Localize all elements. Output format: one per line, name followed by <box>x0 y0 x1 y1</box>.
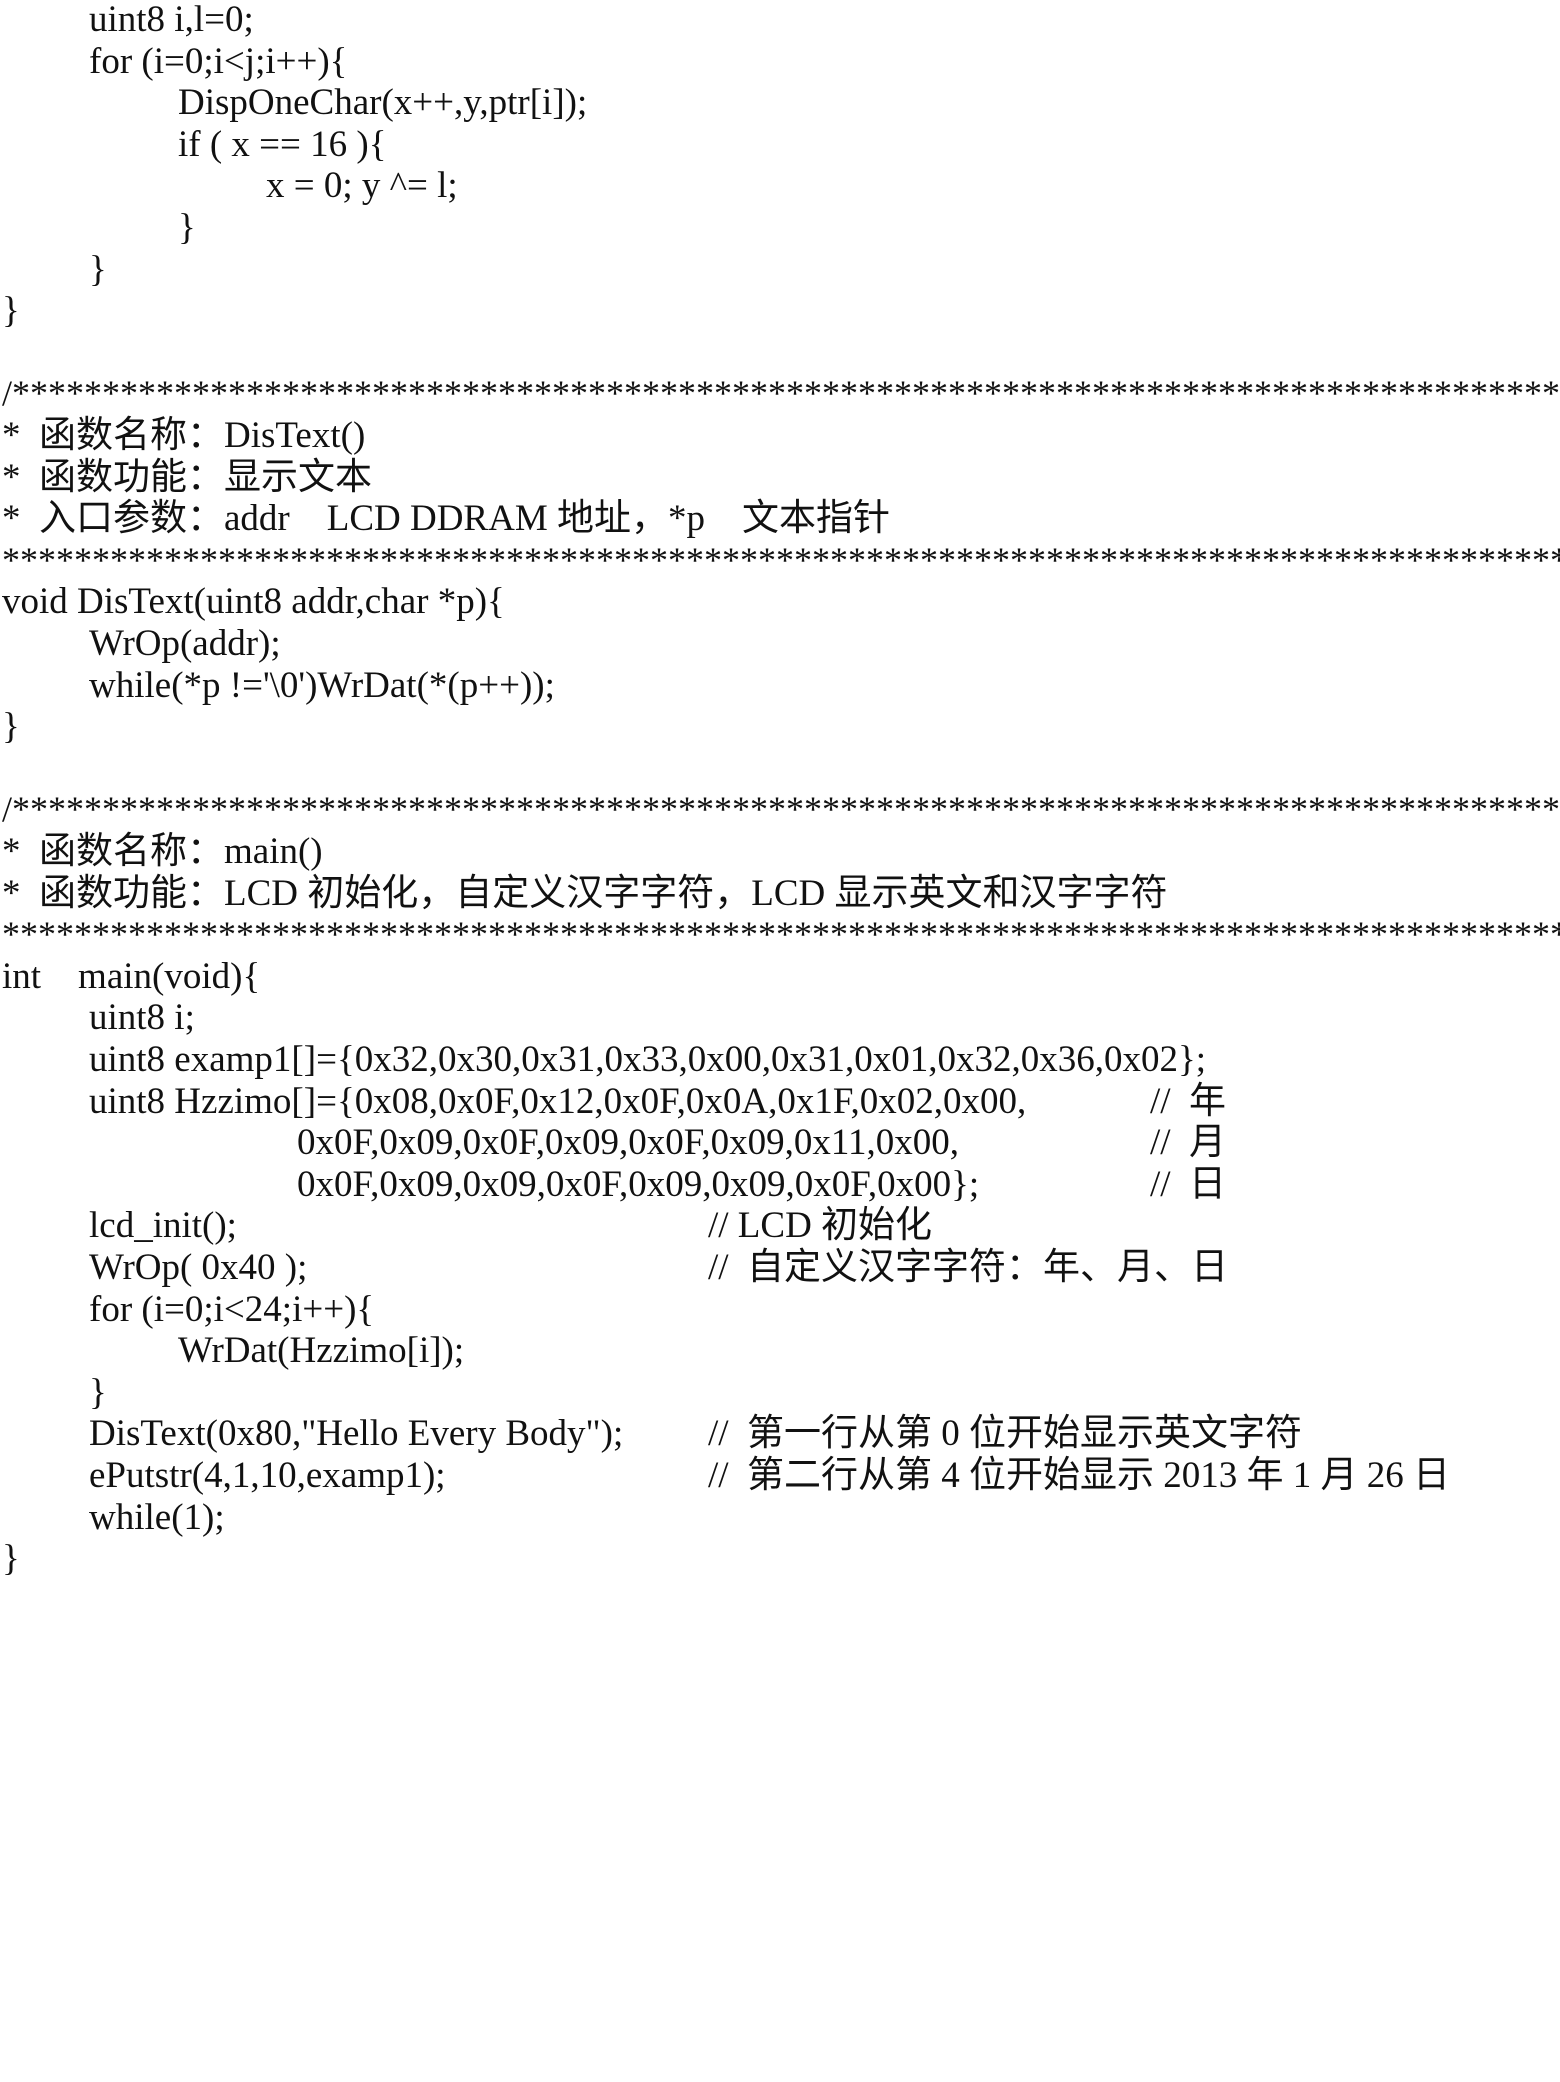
code-text: uint8 i,l=0; <box>89 0 254 40</box>
code-text: WrOp(addr); <box>89 623 281 664</box>
code-text: 0x0F,0x09,0x0F,0x09,0x0F,0x09,0x11,0x00, <box>297 1122 959 1164</box>
code-text: if ( x == 16 ){ <box>178 123 387 165</box>
inline-comment: // 月 <box>1150 1122 1227 1164</box>
inline-comment: // 日 <box>1150 1163 1227 1205</box>
code-text: lcd_init(); <box>89 1205 237 1247</box>
code-text: uint8 Hzzimo[]={0x08,0x0F,0x12,0x0F,0x0A… <box>89 1080 1027 1122</box>
code-text: x = 0; y ^= l; <box>266 165 458 207</box>
code-text: * 函数名称：DisText() <box>2 415 366 456</box>
code-text: int main(void){ <box>2 955 261 997</box>
code-text: 0x0F,0x09,0x09,0x0F,0x09,0x09,0x0F,0x00}… <box>297 1163 980 1205</box>
code-text: while(1); <box>89 1496 225 1538</box>
inline-comment: // 年 <box>1150 1080 1227 1122</box>
code-text: } <box>2 706 20 748</box>
comment-border: ****************************************… <box>2 539 1560 580</box>
inline-comment: // 自定义汉字字符：年、月、日 <box>708 1247 1229 1288</box>
inline-comment: // LCD 初始化 <box>708 1205 933 1247</box>
code-text: for (i=0;i<24;i++){ <box>89 1288 375 1330</box>
code-text: DispOneChar(x++,y,ptr[i]); <box>178 82 588 124</box>
code-text: void DisText(uint8 addr,char *p){ <box>2 581 505 623</box>
inline-comment: // 第一行从第 0 位开始显示英文字符 <box>708 1413 1303 1455</box>
code-text: * 函数名称：main() <box>2 831 323 872</box>
comment-border: /***************************************… <box>2 373 1560 414</box>
code-text: * 函数功能：显示文本 <box>2 456 372 498</box>
code-text: ePutstr(4,1,10,examp1); <box>89 1455 446 1496</box>
comment-border: ****************************************… <box>2 914 1560 955</box>
code-text: WrDat(Hzzimo[i]); <box>178 1330 465 1372</box>
code-text: uint8 examp1[]={0x32,0x30,0x31,0x33,0x00… <box>89 1039 1206 1080</box>
code-text: WrOp( 0x40 ); <box>89 1247 308 1288</box>
code-text: for (i=0;i<j;i++){ <box>89 40 348 82</box>
code-text: } <box>178 207 196 248</box>
code-text: while(*p !='\0')WrDat(*(p++)); <box>89 664 555 706</box>
code-text: } <box>2 1538 20 1580</box>
code-text: DisText(0x80,"Hello Every Body"); <box>89 1413 624 1455</box>
code-text: * 入口参数：addr LCD DDRAM 地址，*p 文本指针 <box>2 498 890 540</box>
code-text: } <box>2 290 20 332</box>
code-text: uint8 i; <box>89 997 195 1039</box>
code-text: } <box>89 1371 107 1413</box>
comment-border: /***************************************… <box>2 789 1560 830</box>
code-text: * 函数功能：LCD 初始化，自定义汉字字符，LCD 显示英文和汉字字符 <box>2 872 1168 914</box>
inline-comment: // 第二行从第 4 位开始显示 2013 年 1 月 26 日 <box>708 1455 1451 1496</box>
code-text: } <box>89 248 107 290</box>
